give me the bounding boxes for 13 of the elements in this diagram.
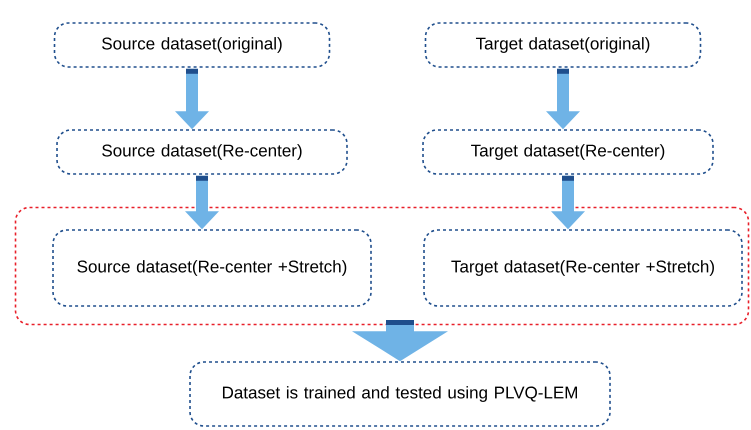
process-box: Source dataset(Re-center) bbox=[56, 129, 348, 175]
process-box: Source dataset(original) bbox=[54, 22, 330, 68]
process-box: Target dataset(Re-center +Stretch) bbox=[423, 229, 743, 307]
process-box: Source dataset(Re-center +Stretch) bbox=[52, 229, 372, 307]
block-arrow bbox=[185, 176, 219, 230]
process-box: Dataset is trained and tested using PLVQ-LEM bbox=[189, 361, 611, 427]
process-box: Target dataset(Re-center) bbox=[422, 129, 714, 175]
block-arrow bbox=[546, 68, 580, 130]
block-arrow bbox=[551, 176, 585, 230]
block-arrow bbox=[352, 320, 448, 362]
block-arrow bbox=[175, 68, 209, 130]
group-frame bbox=[14, 206, 750, 326]
process-box: Target dataset(original) bbox=[424, 22, 702, 68]
